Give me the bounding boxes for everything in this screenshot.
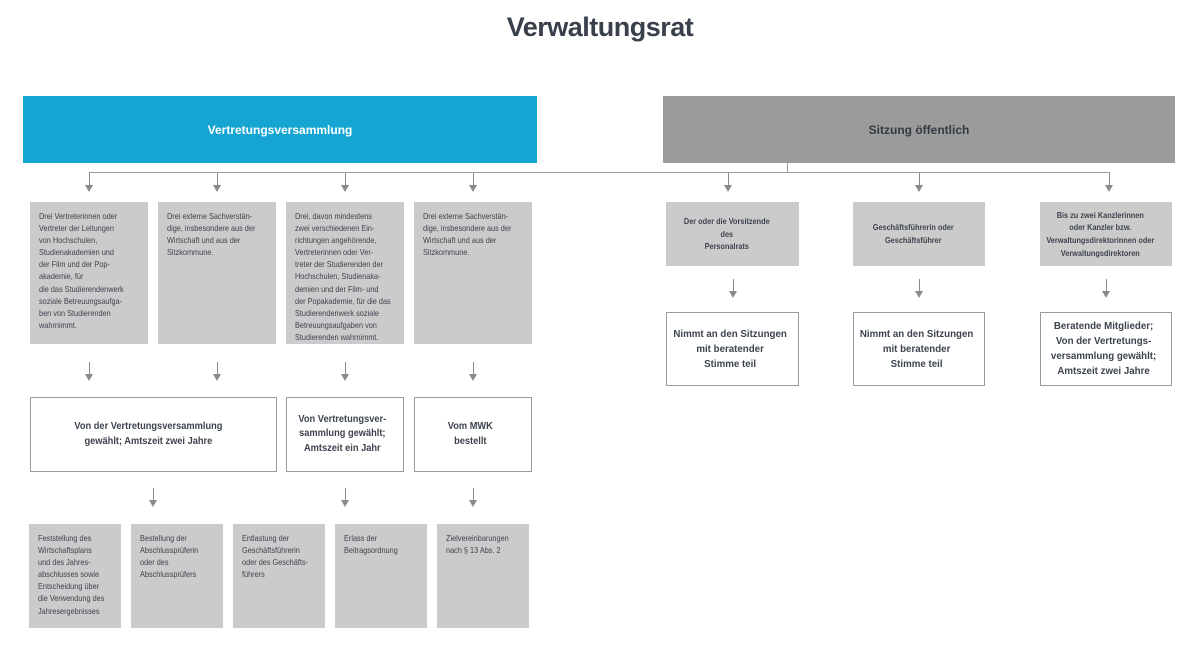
election-box-zwei-jahre: Von der Vertretungsversammlung gewählt; … bbox=[30, 397, 277, 472]
task-box-abschlusspruefer: Bestellung der Abschlussprüferin oder de… bbox=[131, 524, 223, 628]
arrow-down-icon bbox=[212, 173, 222, 192]
role-box-personalrat: Der oder die Vorsitzende des Personalrat… bbox=[666, 202, 799, 266]
arrow-down-icon bbox=[340, 173, 350, 192]
arrow-down-icon bbox=[340, 488, 350, 507]
member-box-text: Drei externe Sachverstän- dige, insbeson… bbox=[167, 211, 256, 258]
task-box-text: Bestellung der Abschlussprüferin oder de… bbox=[140, 533, 199, 580]
page-title: Verwaltungsrat bbox=[506, 12, 694, 42]
role-box-text: Der oder die Vorsitzende des Personalrat… bbox=[684, 216, 771, 252]
task-box-text: Entlastung der Geschäftsführerin oder de… bbox=[242, 533, 308, 580]
arrow-down-icon bbox=[468, 488, 478, 507]
role-box-kanzler: Bis zu zwei Kanzlerinnen oder Kanzler bz… bbox=[1040, 202, 1172, 266]
election-box-text: Vom MWK bestellt bbox=[448, 421, 494, 447]
arrow-down-icon bbox=[728, 279, 738, 298]
arrow-down-icon bbox=[148, 488, 158, 507]
member-box-text: Drei externe Sachverstän- dige, insbeson… bbox=[423, 211, 512, 258]
arrow-down-icon bbox=[84, 362, 94, 381]
election-box-mwk: Vom MWK bestellt bbox=[414, 397, 532, 472]
header-vertretungsversammlung: Vertretungsversammlung bbox=[23, 96, 537, 163]
arrow-down-icon bbox=[468, 362, 478, 381]
note-box-text: Nimmt an den Sitzungen mit beratender St… bbox=[673, 327, 787, 370]
member-box-externe-2: Drei externe Sachverstän- dige, insbeson… bbox=[414, 202, 532, 344]
connector-stub bbox=[787, 163, 788, 173]
task-box-beitragsordnung: Erlass der Beitragsordnung bbox=[335, 524, 427, 628]
election-box-text: Von Vertretungsver- sammlung gewählt; Am… bbox=[298, 413, 387, 454]
election-box-ein-jahr: Von Vertretungsver- sammlung gewählt; Am… bbox=[286, 397, 404, 472]
note-box-personalrat: Nimmt an den Sitzungen mit beratender St… bbox=[666, 312, 799, 386]
header-sitzung-oeffentlich-label: Sitzung öffentlich bbox=[868, 122, 970, 137]
arrow-down-icon bbox=[212, 362, 222, 381]
task-box-text: Feststellung des Wirtschaftsplans und de… bbox=[38, 533, 105, 616]
role-box-text: Geschäftsführerin oder Geschäftsführer bbox=[873, 222, 955, 245]
member-box-leitungen: Drei Vertreterinnen oder Vertreter der L… bbox=[30, 202, 148, 344]
arrow-down-icon bbox=[1104, 173, 1114, 192]
arrow-down-icon bbox=[914, 279, 924, 298]
task-box-wirtschaftsplan: Feststellung des Wirtschaftsplans und de… bbox=[29, 524, 121, 628]
note-box-kanzler: Beratende Mitglieder; Von der Vertretung… bbox=[1040, 312, 1172, 386]
task-box-entlastung: Entlastung der Geschäftsführerin oder de… bbox=[233, 524, 325, 628]
header-vertretungsversammlung-label: Vertretungsversammlung bbox=[207, 122, 353, 137]
task-box-text: Erlass der Beitragsordnung bbox=[344, 533, 398, 556]
role-box-geschaeftsfuehrung: Geschäftsführerin oder Geschäftsführer bbox=[853, 202, 985, 266]
note-box-text: Nimmt an den Sitzungen mit beratender St… bbox=[859, 327, 974, 370]
member-box-text: Drei Vertreterinnen oder Vertreter der L… bbox=[39, 211, 124, 330]
arrow-down-icon bbox=[1101, 279, 1111, 298]
task-box-text: Zielvereinbarungen nach § 13 Abs. 2 bbox=[446, 533, 509, 556]
connector-line bbox=[89, 172, 1110, 173]
election-box-text: Von der Vertretungsversammlung gewählt; … bbox=[74, 421, 223, 447]
arrow-down-icon bbox=[340, 362, 350, 381]
member-box-text: Drei, davon mindestens zwei verschiedene… bbox=[295, 211, 391, 342]
note-box-text: Beratende Mitglieder; Von der Vertretung… bbox=[1050, 320, 1157, 377]
arrow-down-icon bbox=[723, 173, 733, 192]
arrow-down-icon bbox=[468, 173, 478, 192]
arrow-down-icon bbox=[914, 173, 924, 192]
header-sitzung-oeffentlich: Sitzung öffentlich bbox=[663, 96, 1175, 163]
member-box-externe-1: Drei externe Sachverstän- dige, insbeson… bbox=[158, 202, 276, 344]
role-box-text: Bis zu zwei Kanzlerinnen oder Kanzler bz… bbox=[1046, 209, 1155, 258]
task-box-zielvereinbarungen: Zielvereinbarungen nach § 13 Abs. 2 bbox=[437, 524, 529, 628]
member-box-studierende: Drei, davon mindestens zwei verschiedene… bbox=[286, 202, 404, 344]
note-box-geschaeftsfuehrung: Nimmt an den Sitzungen mit beratender St… bbox=[853, 312, 985, 386]
arrow-down-icon bbox=[84, 173, 94, 192]
